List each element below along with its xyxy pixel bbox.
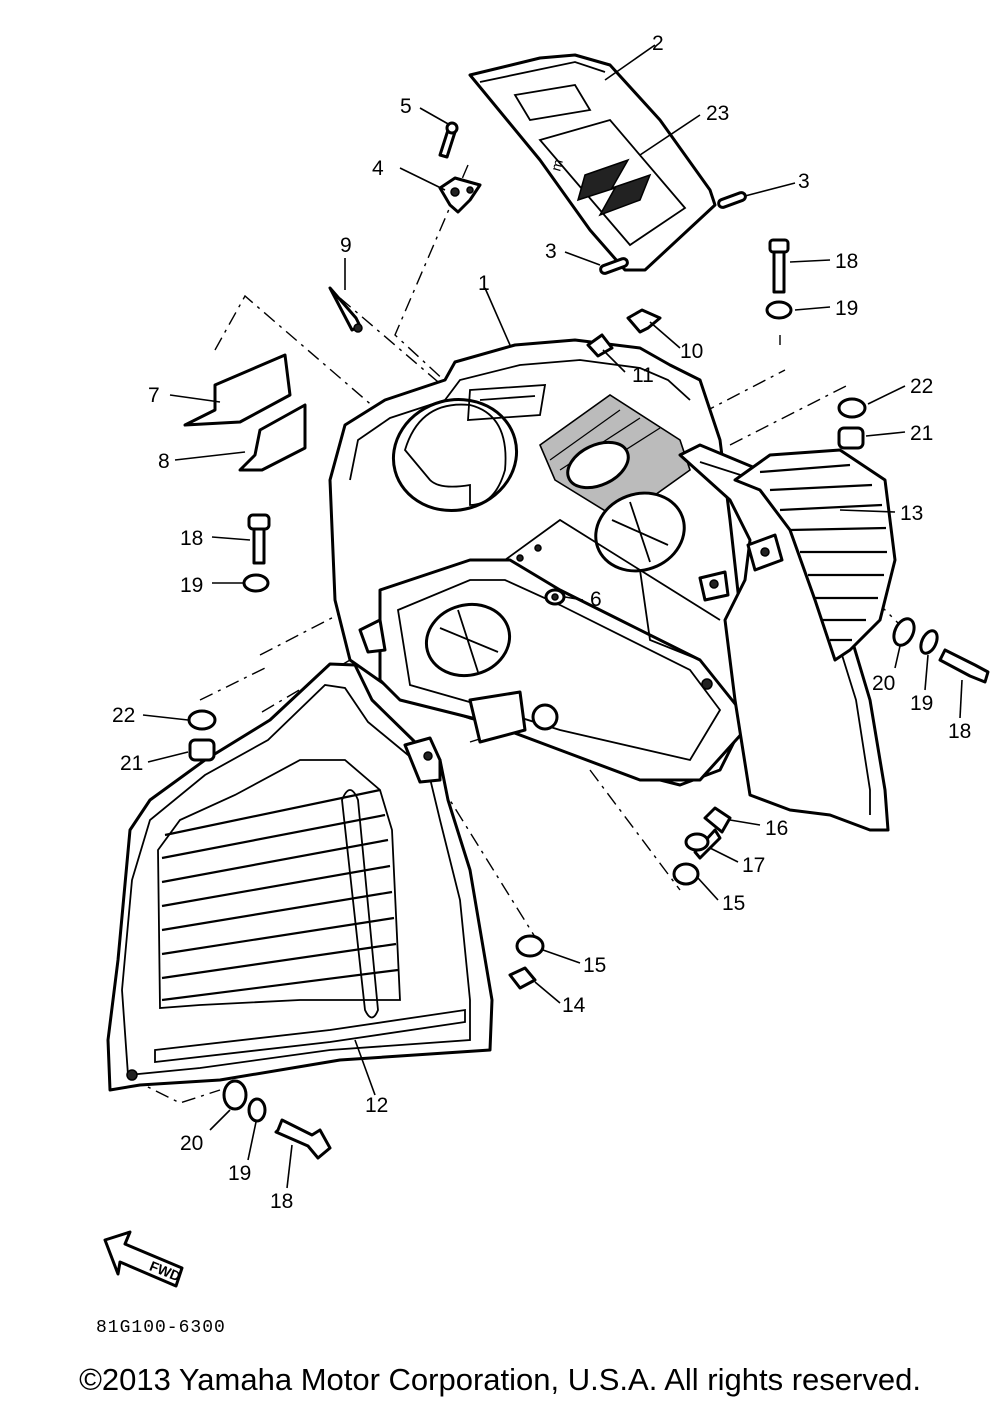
hardware-left	[187, 513, 271, 762]
part-6-grommet	[544, 588, 566, 606]
part-13-right-side-cover	[678, 443, 897, 832]
callout-20: 20	[872, 672, 895, 695]
callout-9: 9	[340, 234, 352, 257]
callout-10: 10	[680, 340, 703, 363]
callout-6: 6	[590, 588, 602, 611]
part-9-wire	[328, 286, 363, 333]
fwd-arrow-icon: FWD	[103, 1230, 184, 1288]
callout-22: 22	[112, 704, 135, 727]
callout-13: 13	[900, 502, 923, 525]
part-12-left-side-cover	[106, 662, 494, 1092]
hardware-upper-right	[765, 238, 867, 450]
part-2-top-panel: m	[468, 53, 717, 272]
diagram-code: 81G100-6300	[96, 1318, 226, 1338]
callout-20: 20	[180, 1132, 203, 1155]
callout-22: 22	[910, 375, 933, 398]
callout-18: 18	[835, 250, 858, 273]
part-5-screw	[438, 121, 459, 159]
callout-4: 4	[372, 157, 384, 180]
copyright-notice: ©2013 Yamaha Motor Corporation, U.S.A. A…	[79, 1362, 921, 1397]
callout-3: 3	[545, 240, 557, 263]
callout-17: 17	[742, 854, 765, 877]
callout-19: 19	[180, 574, 203, 597]
exploded-parts-diagram: m	[103, 32, 990, 1288]
callout-14: 14	[562, 994, 586, 1017]
callout-12: 12	[365, 1094, 388, 1117]
callout-19: 19	[910, 692, 933, 715]
callout-18: 18	[180, 527, 203, 550]
part-1-front-cover	[328, 338, 747, 787]
callout-8: 8	[158, 450, 170, 473]
callout-19: 19	[228, 1162, 251, 1185]
hardware-lower	[222, 934, 545, 1160]
callout-15: 15	[722, 892, 745, 915]
callout-1: 1	[478, 272, 490, 295]
callout-16: 16	[765, 817, 788, 840]
callout-21: 21	[910, 422, 933, 445]
hardware-right	[672, 617, 990, 886]
part-10-11-clips	[586, 308, 662, 358]
part-4-bracket	[438, 176, 482, 214]
callout-5: 5	[400, 95, 412, 118]
part-7-8-brackets	[183, 353, 307, 472]
callout-2: 2	[652, 32, 664, 55]
callout-18: 18	[270, 1190, 293, 1213]
callout-7: 7	[148, 384, 160, 407]
leader-lines	[142, 44, 963, 1189]
callout-19: 19	[835, 297, 858, 320]
callout-21: 21	[120, 752, 143, 775]
callout-18: 18	[948, 720, 971, 743]
callout-15: 15	[583, 954, 606, 977]
callout-23: 23	[706, 102, 729, 125]
callout-3: 3	[798, 170, 810, 193]
callout-11: 11	[632, 364, 654, 387]
svg-text:m: m	[547, 157, 565, 172]
callout-numbers: 1 2 3 3 4 5 6 7 8 9 10 11 12 13 14 15 15…	[112, 32, 971, 1213]
